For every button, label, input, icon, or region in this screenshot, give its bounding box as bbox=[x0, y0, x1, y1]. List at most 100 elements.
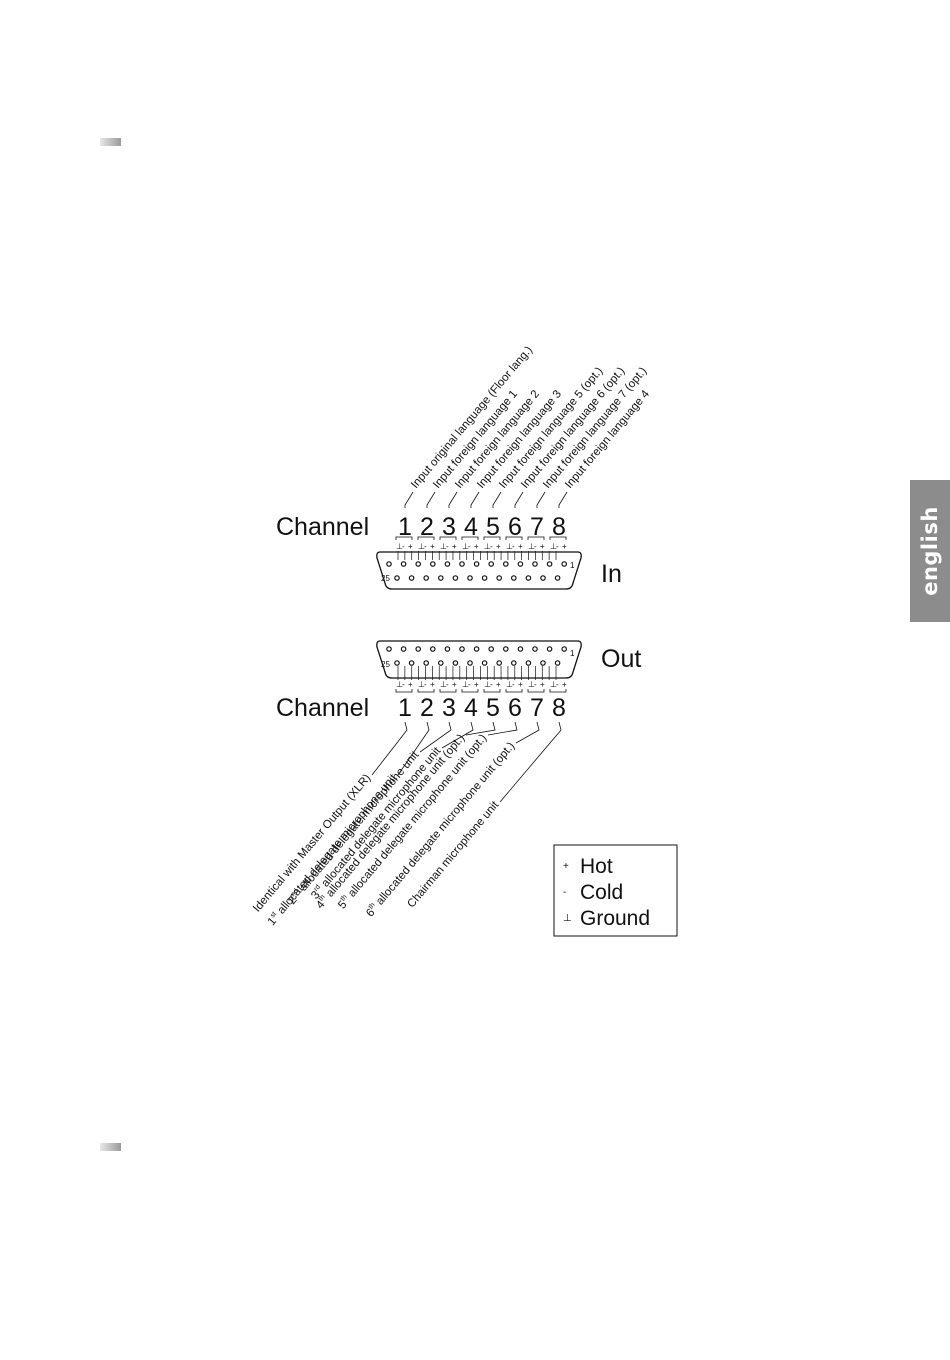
legend-symbol: ⊥ bbox=[563, 913, 572, 924]
in-pin-polarity-row: ⊥-+⊥-+⊥-+⊥-+⊥-+⊥-+⊥-+⊥-+ bbox=[395, 536, 567, 551]
out-connector-label: Out bbox=[601, 645, 641, 673]
in-polarity-symbol: + bbox=[408, 542, 413, 551]
in-callout-leader bbox=[404, 491, 414, 508]
in-pin bbox=[517, 561, 524, 567]
out-pin bbox=[481, 660, 488, 666]
in-callout-leader bbox=[448, 491, 458, 508]
in-pin bbox=[561, 561, 568, 567]
in-polarity-group-3: ⊥-+ bbox=[439, 536, 457, 551]
out-pin bbox=[510, 660, 517, 666]
in-channel-number-3: 3 bbox=[442, 513, 456, 541]
in-callout-leader bbox=[426, 491, 436, 508]
in-pin bbox=[481, 575, 488, 581]
in-pin bbox=[386, 561, 392, 567]
out-callout-suffix: th bbox=[340, 894, 349, 903]
out-pin-polarity-row: ⊥-+⊥-+⊥-+⊥-+⊥-+⊥-+⊥-+⊥-+ bbox=[395, 680, 567, 693]
out-pin bbox=[488, 646, 495, 652]
page-corner-mark-top bbox=[100, 138, 121, 146]
out-pin bbox=[517, 646, 524, 652]
in-pin bbox=[423, 575, 430, 581]
in-callout-leader bbox=[492, 491, 502, 508]
in-polarity-bracket bbox=[395, 536, 413, 540]
out-channel-number-7: 7 bbox=[530, 694, 544, 722]
legend-symbol: - bbox=[563, 887, 566, 898]
out-polarity-symbol: + bbox=[430, 680, 435, 689]
out-connector-pins bbox=[386, 646, 568, 680]
in-pin bbox=[554, 575, 561, 581]
out-polarity-bracket bbox=[505, 689, 523, 693]
legend-symbol: + bbox=[563, 861, 569, 872]
in-pin bbox=[540, 575, 546, 581]
in-polarity-symbol: ⊥ bbox=[418, 542, 425, 551]
out-callout-leader bbox=[499, 721, 562, 803]
in-pin bbox=[452, 575, 459, 581]
in-polarity-symbol: + bbox=[562, 542, 567, 551]
out-channel-number-8: 8 bbox=[552, 694, 566, 722]
legend-label: Cold bbox=[580, 881, 623, 904]
in-polarity-symbol: - bbox=[402, 542, 405, 551]
out-pin bbox=[423, 660, 430, 666]
out-polarity-bracket bbox=[549, 689, 567, 693]
in-pin bbox=[408, 575, 415, 581]
out-polarity-group-7: ⊥-+ bbox=[527, 680, 545, 693]
in-pin bbox=[525, 575, 532, 581]
in-pin bbox=[400, 561, 407, 567]
out-pin bbox=[444, 646, 451, 652]
in-pin bbox=[415, 561, 422, 567]
out-callout-leader bbox=[419, 721, 452, 753]
in-polarity-symbol: - bbox=[556, 542, 559, 551]
out-polarity-symbol: ⊥ bbox=[550, 680, 557, 689]
in-channel-number-6: 6 bbox=[508, 513, 522, 541]
language-tab[interactable]: english bbox=[910, 480, 950, 622]
in-pin bbox=[546, 561, 553, 567]
in-callout-group: Input original language (Floor lang.)Inp… bbox=[404, 344, 652, 508]
out-polarity-symbol: - bbox=[446, 680, 449, 689]
in-channel-label: Channel bbox=[276, 513, 369, 541]
in-channel-number-1: 1 bbox=[398, 513, 412, 541]
out-callout-suffix: th bbox=[318, 894, 327, 903]
in-polarity-group-2: ⊥-+ bbox=[417, 536, 435, 551]
in-channel-number-7: 7 bbox=[530, 513, 544, 541]
in-polarity-bracket bbox=[505, 536, 523, 540]
in-callout-leader bbox=[514, 491, 524, 508]
out-polarity-bracket bbox=[461, 689, 479, 693]
in-polarity-symbol: ⊥ bbox=[506, 542, 513, 551]
out-polarity-group-6: ⊥-+ bbox=[505, 680, 523, 693]
out-callout-suffix: rd bbox=[313, 884, 322, 893]
in-polarity-symbol: + bbox=[496, 542, 501, 551]
out-callout-leader bbox=[397, 721, 430, 776]
out-pin bbox=[502, 646, 509, 652]
out-callout-leader bbox=[465, 721, 496, 736]
out-callout-suffix: th bbox=[368, 902, 377, 911]
in-polarity-group-4: ⊥-+ bbox=[461, 536, 479, 551]
legend-label: Hot bbox=[580, 855, 613, 878]
in-polarity-symbol: ⊥ bbox=[484, 542, 491, 551]
out-pin bbox=[400, 646, 407, 652]
in-polarity-bracket bbox=[417, 536, 435, 540]
in-pin bbox=[502, 561, 509, 567]
out-pin bbox=[467, 660, 473, 666]
in-pin bbox=[437, 575, 444, 581]
out-pin-1-label: 1 bbox=[570, 649, 575, 658]
out-polarity-group-2: ⊥-+ bbox=[417, 680, 435, 693]
in-polarity-group-1: ⊥-+ bbox=[395, 536, 413, 551]
out-channel-number-4: 4 bbox=[464, 694, 478, 722]
in-polarity-symbol: + bbox=[452, 542, 457, 551]
out-channel-label: Channel bbox=[276, 694, 369, 722]
out-polarity-symbol: ⊥ bbox=[484, 680, 491, 689]
out-polarity-symbol: - bbox=[556, 680, 559, 689]
in-pin bbox=[429, 561, 436, 567]
in-polarity-symbol: ⊥ bbox=[550, 542, 557, 551]
in-polarity-group-7: ⊥-+ bbox=[527, 536, 545, 551]
legend-box: +Hot-Cold⊥Ground bbox=[553, 844, 678, 937]
out-callout-suffix: st bbox=[269, 911, 278, 920]
out-polarity-symbol: + bbox=[518, 680, 523, 689]
in-channel-number-2: 2 bbox=[420, 513, 434, 541]
out-callout-leader bbox=[371, 721, 408, 776]
in-polarity-group-6: ⊥-+ bbox=[505, 536, 523, 551]
in-pin bbox=[459, 561, 465, 567]
out-channel-number-6: 6 bbox=[508, 694, 522, 722]
out-pin bbox=[532, 646, 538, 652]
